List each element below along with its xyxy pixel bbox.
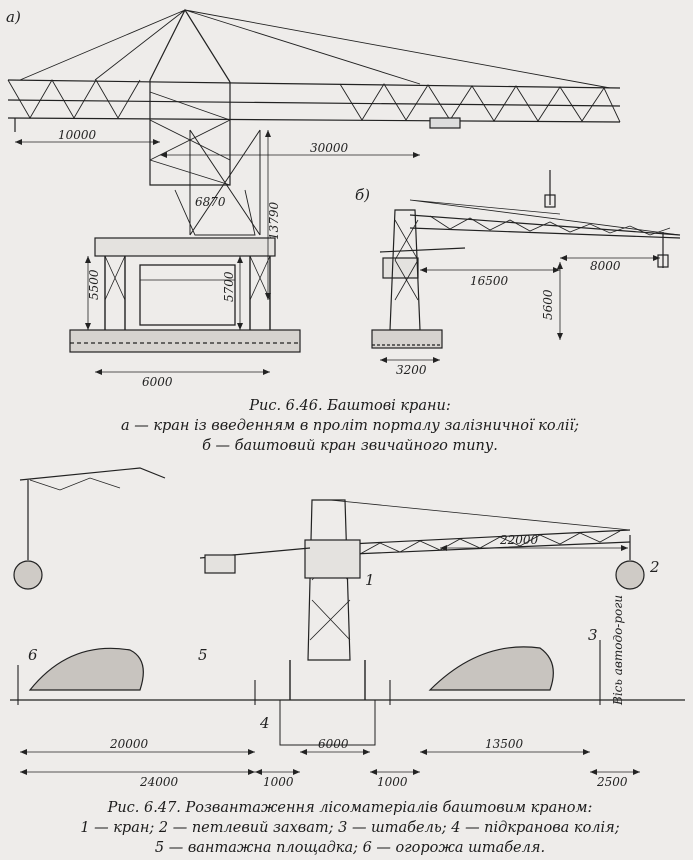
dim-left-boom: 10000 <box>58 128 97 142</box>
dim-gap-1: 1000 <box>263 775 294 789</box>
dims-a <box>15 130 420 375</box>
dim-right-boom: 30000 <box>310 141 349 155</box>
crane-a <box>7 8 621 353</box>
dim-portal-right: 5700 <box>222 271 236 302</box>
caption-47-line1: 1 — кран; 2 — петлевий захват; 3 — штабе… <box>80 820 620 836</box>
road-axis-label: Вісь автодо-роги <box>611 595 625 706</box>
crane-unloading-scene <box>10 467 685 746</box>
dim-base-a: 6000 <box>142 375 173 389</box>
callout-4: 4 <box>259 714 270 732</box>
dim-span-left: 20000 <box>109 737 149 751</box>
dim-edge: 2500 <box>596 775 628 789</box>
dim-height-total: 13790 <box>267 201 281 240</box>
dim-tower-top: 6870 <box>195 195 226 209</box>
caption-46-line1: а — кран із введенням в проліт порталу з… <box>120 418 579 434</box>
callout-3: 3 <box>588 626 598 644</box>
callout-2: 2 <box>649 558 660 576</box>
callout-6: 6 <box>28 646 38 664</box>
caption-47-title: Рис. 6.47. Розвантаження лісоматеріалів … <box>107 800 593 816</box>
dim-gap-2: 1000 <box>377 775 408 789</box>
dim-portal-left: 5500 <box>87 269 101 300</box>
dims-47 <box>20 545 640 775</box>
callout-1: 1 <box>365 571 375 589</box>
panel-label-a: а) <box>6 8 21 26</box>
dim-counter-jib: 16500 <box>470 274 509 288</box>
crane-b <box>371 170 681 349</box>
dim-height-b: 5600 <box>541 289 555 320</box>
dim-jib-47: 22000 <box>499 533 539 547</box>
caption-fig-47: Рис. 6.47. Розвантаження лісоматеріалів … <box>30 798 670 858</box>
dim-jib: 8000 <box>590 259 621 273</box>
caption-46-line2: б — баштовий кран звичайного типу. <box>202 438 498 454</box>
dim-base-b: 3200 <box>396 363 427 377</box>
caption-46-title: Рис. 6.46. Баштові крани: <box>249 398 451 414</box>
callout-5: 5 <box>198 646 208 664</box>
dims-b <box>380 255 660 363</box>
dim-span-total: 24000 <box>139 775 179 789</box>
panel-label-b: б) <box>355 186 370 204</box>
dim-rail-gauge: 6000 <box>318 737 349 751</box>
caption-47-line2: 5 — вантажна площадка; 6 — огорожа штабе… <box>154 840 546 856</box>
caption-fig-46: Рис. 6.46. Баштові крани: а — кран із вв… <box>40 396 660 456</box>
dim-span-right: 13500 <box>485 737 524 751</box>
